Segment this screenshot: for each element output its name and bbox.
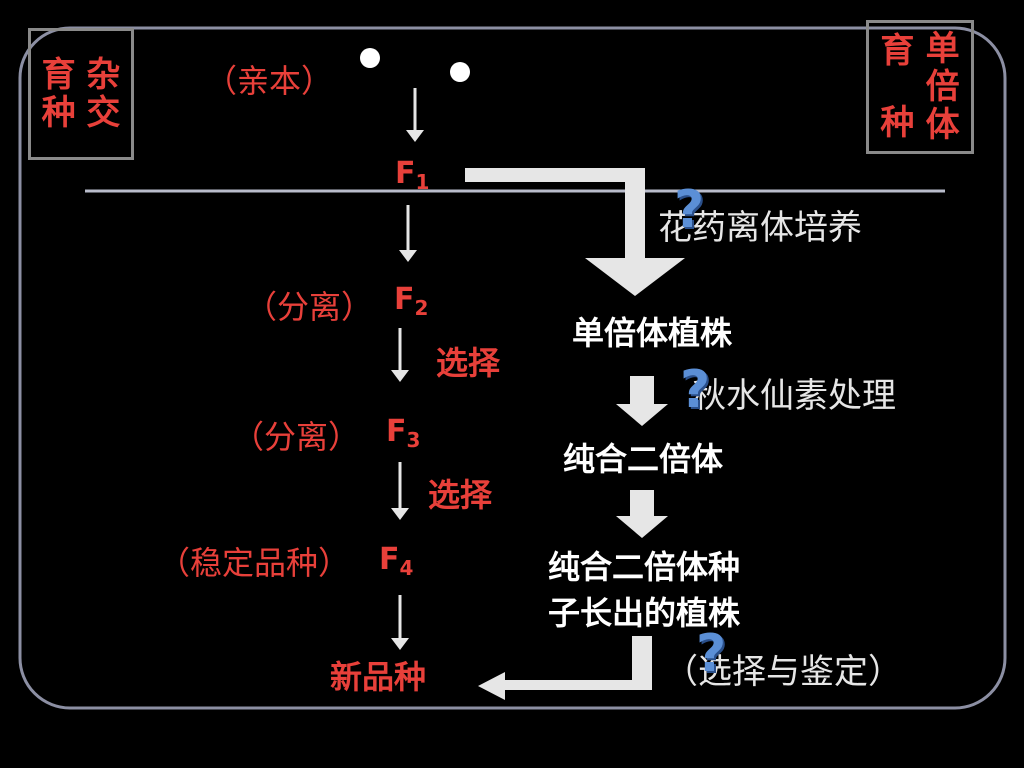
title-char: 育 <box>880 31 915 71</box>
f4-subscript: 4 <box>399 556 414 580</box>
question-mark-icon: ? <box>680 360 711 420</box>
f2-label: F2 <box>394 282 428 320</box>
f2-subscript: 2 <box>414 296 429 320</box>
hybrid-breeding-title: 育 种 杂 交 <box>28 28 134 160</box>
f3-letter: F <box>386 414 407 449</box>
f3-label: F3 <box>386 414 420 452</box>
title-char: 单 <box>925 29 960 69</box>
colchicine-note: 秋水仙素处理 <box>692 376 896 416</box>
haploid-breeding-title: 育 种 单 倍 体 <box>866 20 974 154</box>
f2-prefix: （分离） <box>245 288 374 326</box>
title-char: 育 <box>41 55 76 95</box>
title-char: 交 <box>86 93 121 133</box>
outer-frame <box>18 26 1007 710</box>
haploid-plant-label: 单倍体植株 <box>572 314 733 352</box>
parent-dot-2 <box>450 62 470 82</box>
question-mark-icon: ? <box>674 180 705 240</box>
parent-label: （亲本） <box>205 62 334 100</box>
select-label-2: 选择 <box>428 476 493 514</box>
f1-subscript: 1 <box>415 170 430 194</box>
arrow-haploid-diploid <box>616 376 668 426</box>
f4-letter: F <box>379 542 400 577</box>
title-char: 种 <box>880 103 915 143</box>
arrow-seed-new <box>478 636 652 700</box>
anther-culture-note: 花药离体培养 <box>658 208 862 248</box>
f1-label: F1 <box>395 156 429 194</box>
title-char: 种 <box>41 93 76 133</box>
question-mark-icon: ? <box>696 624 727 684</box>
pure-diploid-label: 纯合二倍体 <box>563 440 724 478</box>
f3-subscript: 3 <box>406 428 421 452</box>
f4-label: F4 <box>379 542 413 580</box>
new-variety-label: 新品种 <box>330 658 427 696</box>
title-char: 倍 <box>925 67 960 107</box>
seed-plant-line-2: 子长出的植株 <box>548 594 741 632</box>
f3-prefix: （分离） <box>232 418 361 456</box>
f4-prefix: （稳定品种） <box>158 544 351 582</box>
seed-plant-line-1: 纯合二倍体种 <box>548 548 741 586</box>
arrow-diploid-seed <box>616 490 668 538</box>
title-char: 体 <box>925 105 960 145</box>
f2-letter: F <box>394 282 415 317</box>
title-char: 杂 <box>86 55 121 95</box>
f1-letter: F <box>395 156 416 191</box>
select-label-1: 选择 <box>436 344 501 382</box>
arrow-f1-haploid <box>465 168 685 296</box>
selection-identification-note: （选择与鉴定） <box>664 652 902 692</box>
parent-dot-1 <box>360 48 380 68</box>
